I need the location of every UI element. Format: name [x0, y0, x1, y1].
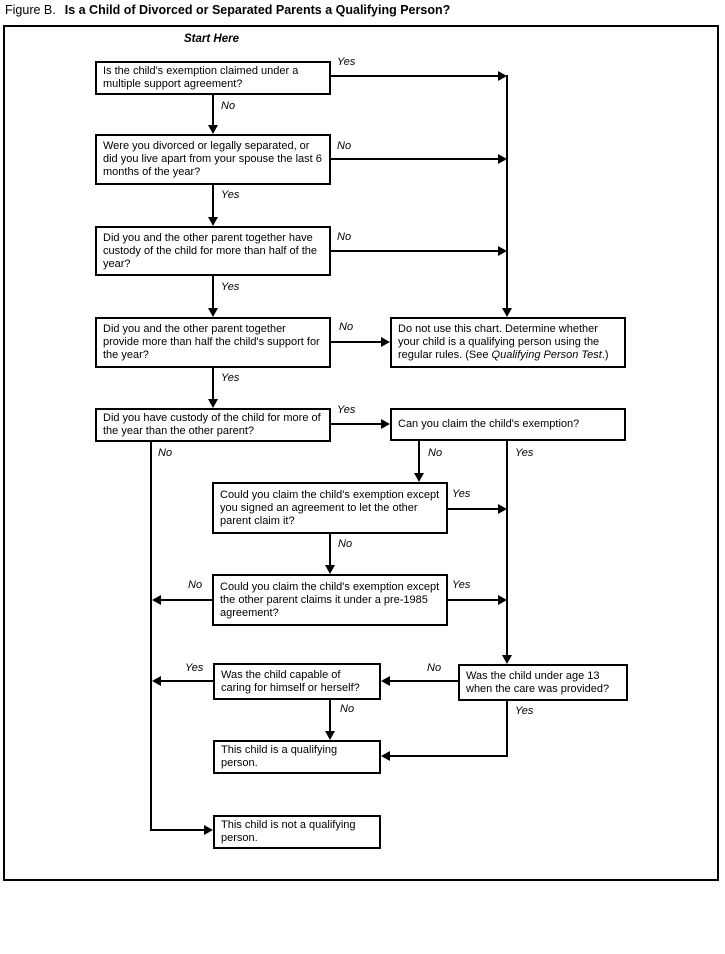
node-text: Could you claim the child's exemption ex… — [220, 488, 440, 527]
edge-divorced-no-line — [331, 158, 498, 160]
edge-capable-yes-arrow-icon — [152, 676, 161, 686]
node-text: This child is not a qualifying person. — [221, 819, 356, 844]
node-do-not-use-chart-result: Do not use this chart. Determine whether… — [390, 317, 626, 368]
edge-capable-no-arrow-icon — [325, 731, 335, 740]
label-divorced-yes: Yes — [221, 189, 240, 201]
label-custody-more-yes: Yes — [337, 404, 356, 416]
label-custody-together-no: No — [337, 231, 352, 243]
edge-signed-agreement-no-arrow-icon — [325, 565, 335, 574]
edge-pre-1985-yes-arrow-icon — [498, 595, 507, 605]
node-text: Was the child under age 13 when the care… — [466, 669, 610, 695]
label-multiple-support-yes: Yes — [337, 56, 356, 68]
label-signed-agreement-no: No — [338, 538, 353, 550]
start-here-label: Start Here — [184, 33, 239, 45]
edge-signed-agreement-no-line — [329, 534, 331, 565]
node-text: Can you claim the child's exemption? — [398, 418, 580, 430]
label-capable-yes: Yes — [185, 662, 204, 674]
figure-label: Figure B. — [5, 3, 56, 17]
node-text-italic: Qualifying Person Test — [491, 349, 602, 361]
edge-can-claim-yes-rail-line — [506, 441, 508, 655]
label-signed-agreement-yes: Yes — [452, 488, 471, 500]
label-can-claim-yes: Yes — [515, 447, 534, 459]
figure-heading: Is a Child of Divorced or Separated Pare… — [64, 3, 451, 17]
edge-custody-more-yes-line — [331, 423, 381, 425]
node-text: Did you and the other parent together ha… — [103, 231, 318, 270]
edge-under-13-no-line — [390, 680, 458, 682]
edge-support-together-yes-arrow-icon — [208, 399, 218, 408]
node-text: Is the child's exemption claimed under a… — [103, 65, 299, 90]
label-pre-1985-yes: Yes — [452, 579, 471, 591]
edge-custody-together-yes-line — [212, 276, 214, 308]
edge-left-no-rail-line — [150, 442, 152, 831]
node-not-qualifying-person-result: This child is not a qualifying person. — [213, 815, 381, 849]
edge-not-qualifying-arrow-icon — [204, 825, 213, 835]
edge-can-claim-no-line — [418, 441, 420, 473]
edge-pre-1985-no-line — [161, 599, 212, 601]
node-custody-together-question: Did you and the other parent together ha… — [95, 226, 331, 276]
node-text: Did you have custody of the child for mo… — [103, 412, 321, 437]
node-text: Did you and the other parent together pr… — [103, 323, 320, 361]
edge-under-13-yes-line-2 — [390, 755, 508, 757]
edge-divorced-yes-arrow-icon — [208, 217, 218, 226]
label-custody-together-yes: Yes — [221, 281, 240, 293]
edge-custody-together-no-arrow-icon — [498, 246, 507, 256]
edge-divorced-yes-line — [212, 185, 214, 217]
label-capable-no: No — [340, 703, 355, 715]
label-divorced-no: No — [337, 140, 352, 152]
node-text: This child is a qualifying person. — [221, 744, 338, 769]
edge-multiple-support-no-line — [212, 95, 214, 125]
label-under-13-yes: Yes — [515, 705, 534, 717]
edge-merge-trunk-arrow-icon — [502, 308, 512, 317]
edge-multiple-support-yes-arrow-icon — [498, 71, 507, 81]
label-multiple-support-no: No — [221, 100, 236, 112]
node-under-age-13-question: Was the child under age 13 when the care… — [458, 664, 628, 701]
node-signed-agreement-question: Could you claim the child's exemption ex… — [212, 482, 448, 534]
label-under-13-no: No — [427, 662, 442, 674]
edge-multiple-support-no-arrow-icon — [208, 125, 218, 134]
edge-signed-agreement-yes-line — [448, 508, 498, 510]
chart-frame — [3, 25, 719, 881]
edge-pre-1985-yes-line — [448, 599, 498, 601]
edge-can-claim-yes-rail-arrow-icon — [502, 655, 512, 664]
node-text: Do not use this chart. Determine whether… — [398, 323, 618, 362]
node-text-part: .) — [601, 349, 609, 361]
label-support-together-yes: Yes — [221, 372, 240, 384]
node-qualifying-person-result: This child is a qualifying person. — [213, 740, 381, 774]
node-can-claim-exemption-question: Can you claim the child's exemption? — [390, 408, 626, 441]
node-pre-1985-agreement-question: Could you claim the child's exemption ex… — [212, 574, 448, 626]
node-text: Were you divorced or legally separated, … — [103, 140, 322, 178]
edge-merge-trunk-line — [506, 75, 508, 308]
edge-under-13-yes-arrow-icon — [381, 751, 390, 761]
edge-capable-yes-line — [161, 680, 213, 682]
edge-can-claim-no-arrow-icon — [414, 473, 424, 482]
edge-under-13-no-arrow-icon — [381, 676, 390, 686]
label-support-together-no: No — [339, 321, 354, 333]
edge-custody-more-yes-arrow-icon — [381, 419, 390, 429]
edge-custody-together-yes-arrow-icon — [208, 308, 218, 317]
edge-not-qualifying-line — [150, 829, 204, 831]
node-divorced-or-separated-question: Were you divorced or legally separated, … — [95, 134, 331, 185]
figure-title: Figure B. Is a Child of Divorced or Separ… — [5, 3, 450, 17]
edge-support-together-no-arrow-icon — [381, 337, 390, 347]
label-can-claim-no: No — [428, 447, 443, 459]
node-text: Could you claim the child's exemption ex… — [220, 580, 440, 619]
edge-capable-no-line — [329, 700, 331, 731]
edge-custody-together-no-line — [331, 250, 498, 252]
edge-signed-agreement-yes-arrow-icon — [498, 504, 507, 514]
node-capable-of-caring-question: Was the child capable of caring for hims… — [213, 663, 381, 700]
node-custody-more-question: Did you have custody of the child for mo… — [95, 408, 331, 442]
node-text-part: Do not use this chart. Determine whether… — [398, 323, 600, 361]
node-support-together-question: Did you and the other parent together pr… — [95, 317, 331, 368]
edge-pre-1985-no-arrow-icon — [152, 595, 161, 605]
edge-support-together-yes-line — [212, 368, 214, 399]
node-text: Was the child capable of caring for hims… — [221, 668, 360, 694]
edge-under-13-yes-line — [506, 701, 508, 757]
node-multiple-support-question: Is the child's exemption claimed under a… — [95, 61, 331, 95]
edge-multiple-support-yes-line — [331, 75, 498, 77]
edge-divorced-no-arrow-icon — [498, 154, 507, 164]
label-custody-more-no: No — [158, 447, 173, 459]
edge-support-together-no-line — [331, 341, 381, 343]
label-pre-1985-no: No — [188, 579, 203, 591]
